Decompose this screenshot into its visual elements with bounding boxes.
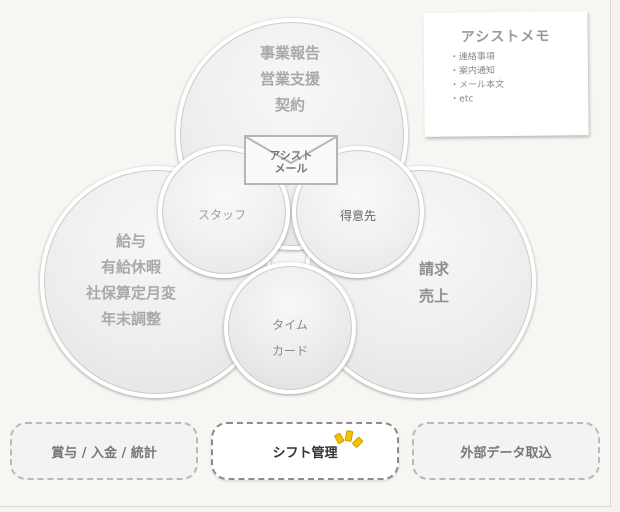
import-button-label: 外部データ取込 (460, 445, 552, 461)
memo-item: etc (450, 92, 504, 107)
sparkle-icon (334, 430, 364, 448)
circle-right-labels: 請求 売上 (419, 256, 449, 310)
label-card: カード (271, 344, 309, 358)
circle-timecard-labels: タイム カード (272, 312, 308, 364)
assist-memo-note[interactable]: アシストメモ 連絡事項 案内通知 メール本文 etc (423, 11, 589, 137)
circle-client-label: 得意先 (340, 207, 376, 224)
circle-left-labels: 給与 有給休暇 社保算定月変 年末調整 (86, 228, 176, 332)
memo-title: アシストメモ (460, 28, 551, 46)
label-jigyo-hokoku: 事業報告 (259, 44, 321, 62)
memo-item: 連絡事項 (450, 50, 504, 65)
mail-line-1: アシスト (269, 149, 313, 162)
label-time: タイム (272, 318, 308, 332)
label-keiyaku: 契約 (274, 96, 306, 114)
label-uriage: 売上 (418, 287, 450, 305)
memo-item: 案内通知 (450, 64, 504, 79)
label-seikyu: 請求 (418, 260, 450, 278)
bonus-button-label: 賞与 / 入金 / 統計 (51, 445, 157, 461)
bonus-payment-stats-button[interactable]: 賞与 / 入金 / 統計 (10, 422, 198, 480)
mail-line-2: メール (274, 162, 308, 175)
label-staff: スタッフ (197, 208, 247, 222)
shift-management-button[interactable]: シフト管理 (211, 422, 399, 480)
circle-timecard[interactable] (224, 262, 356, 394)
assist-mail-label: アシスト メール (246, 149, 336, 175)
shift-button-label: シフト管理 (272, 445, 338, 461)
circle-top-labels: 事業報告 営業支援 契約 (260, 40, 320, 118)
circle-staff-label: スタッフ (198, 202, 246, 228)
envelope-icon (246, 137, 336, 165)
memo-item: メール本文 (450, 78, 504, 93)
label-shaho: 社保算定月変 (85, 284, 177, 302)
label-client: 得意先 (339, 209, 377, 223)
external-data-import-button[interactable]: 外部データ取込 (412, 422, 600, 480)
assist-mail-envelope[interactable]: アシスト メール (244, 135, 338, 185)
label-nenmatsu: 年末調整 (100, 310, 162, 328)
label-eigyo-shien: 営業支援 (259, 70, 321, 88)
memo-list: 連絡事項 案内通知 メール本文 etc (450, 50, 505, 107)
label-kyuyo: 給与 (115, 232, 147, 250)
label-yukyu: 有給休暇 (100, 258, 162, 276)
